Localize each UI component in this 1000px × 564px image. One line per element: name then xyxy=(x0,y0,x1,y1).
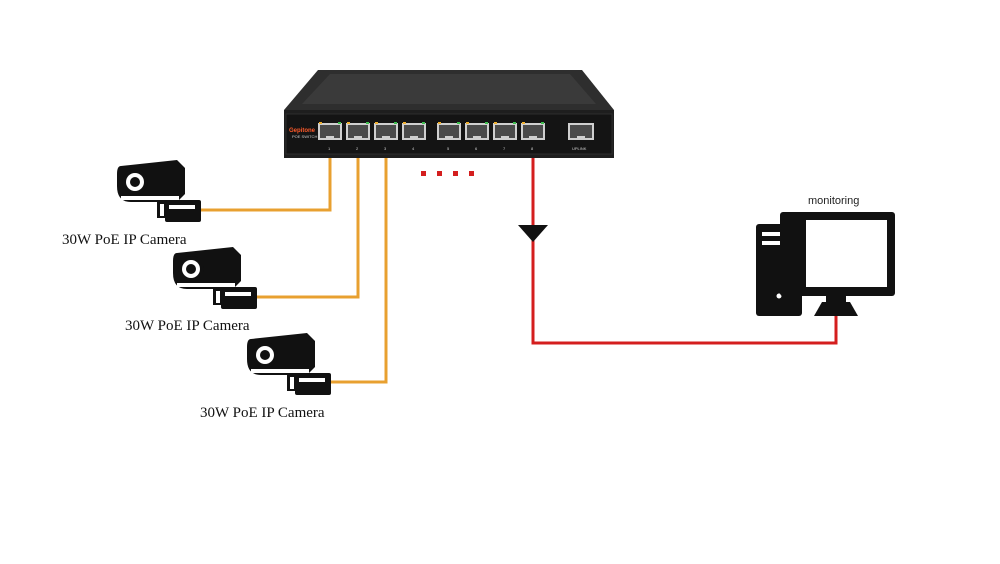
port-7: 7 xyxy=(493,122,517,151)
port-number: 3 xyxy=(384,146,387,151)
port-1: 1 xyxy=(318,122,342,151)
uplink-port: UPLINK xyxy=(568,123,594,151)
cctv-camera-icon xyxy=(117,160,201,222)
monitoring-station: monitoring xyxy=(756,195,895,316)
port-number: 1 xyxy=(328,146,331,151)
more-ports-dots xyxy=(421,171,474,176)
camera-2: 30W PoE IP Camera xyxy=(125,247,257,334)
camera-label: 30W PoE IP Camera xyxy=(125,318,250,334)
port-number: 5 xyxy=(447,146,450,151)
camera-label: 30W PoE IP Camera xyxy=(62,232,187,248)
switch-ports: 1 2 3 xyxy=(318,122,545,151)
camera-cables xyxy=(196,157,388,384)
cctv-camera-icon xyxy=(173,247,257,309)
port-6: 6 xyxy=(465,122,489,151)
camera-label: 30W PoE IP Camera xyxy=(200,405,325,421)
port-number: 7 xyxy=(503,146,506,151)
port-8: 8 xyxy=(521,122,545,151)
switch-brand: Gepitone xyxy=(289,128,316,134)
port-5: 5 xyxy=(437,122,461,151)
uplink-cable xyxy=(531,157,838,345)
arrow-down-icon xyxy=(518,225,548,242)
uplink-label: UPLINK xyxy=(572,146,587,151)
port-2: 2 xyxy=(346,122,370,151)
cctv-camera-icon xyxy=(247,333,331,395)
switch-model: POE SWITCH xyxy=(292,134,317,139)
port-number: 2 xyxy=(356,146,359,151)
camera-3: 30W PoE IP Camera xyxy=(200,333,331,421)
cable-port-3 xyxy=(325,157,388,384)
port-3: 3 xyxy=(374,122,398,151)
port-4: 4 xyxy=(402,122,426,151)
monitoring-label: monitoring xyxy=(808,195,859,207)
poe-switch: Gepitone POE SWITCH 1 2 xyxy=(284,70,614,158)
desktop-computer-icon xyxy=(756,212,895,316)
cable-port-2 xyxy=(252,157,360,299)
cable-port-8 xyxy=(531,157,838,345)
camera-1: 30W PoE IP Camera xyxy=(62,160,201,248)
port-number: 6 xyxy=(475,146,478,151)
cable-port-1 xyxy=(196,157,332,212)
port-number: 4 xyxy=(412,146,415,151)
port-number: 8 xyxy=(531,146,534,151)
